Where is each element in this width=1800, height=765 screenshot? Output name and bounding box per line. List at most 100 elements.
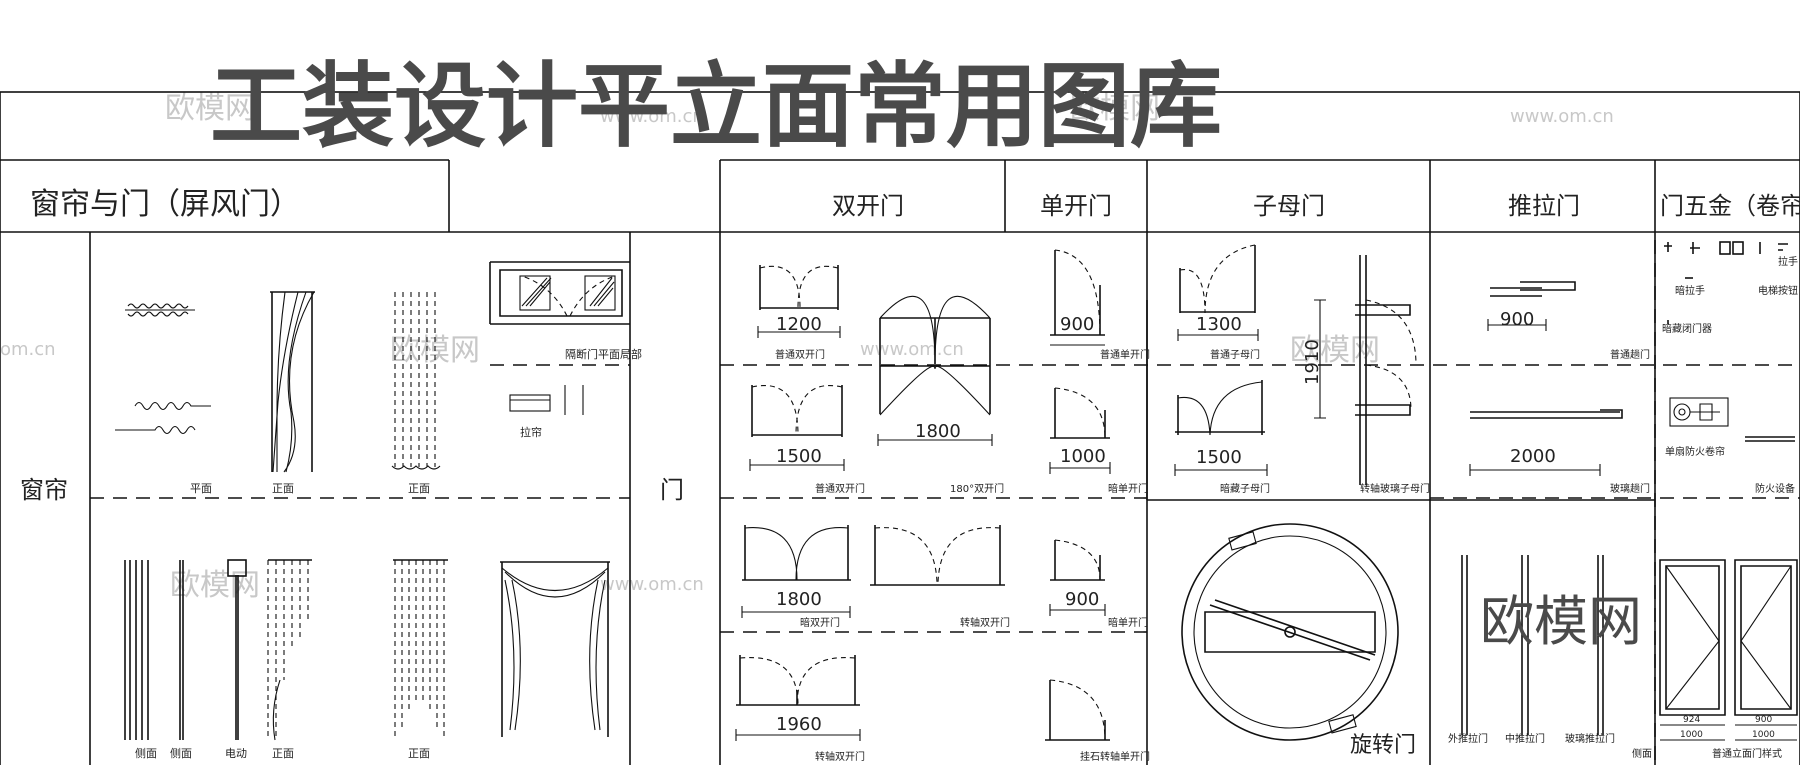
- watermark: 欧模网: [170, 568, 260, 603]
- label-single-fire-shutter: 单扇防火卷帘: [1665, 445, 1725, 458]
- label-front: 正面: [408, 747, 430, 760]
- pull-curtain: [509, 385, 584, 415]
- label-front: 正面: [272, 482, 294, 495]
- dimension-2000: 2000: [1510, 446, 1556, 467]
- label-side: 侧面: [1632, 747, 1652, 760]
- label-partition-door: 隔断门平面局部: [565, 347, 642, 361]
- header-mother-door: 子母门: [1253, 192, 1325, 220]
- header-double-door: 双开门: [832, 192, 904, 220]
- dimension-1800: 1800: [776, 589, 822, 610]
- label-180-double-door: 180°双开门: [950, 482, 1004, 495]
- sliding-door-900: [1487, 281, 1576, 331]
- dimension-900: 900: [1065, 589, 1099, 610]
- watermark: 欧模网: [165, 91, 255, 126]
- watermark: om.cn: [0, 339, 56, 360]
- dimension-1000: 1000: [1752, 730, 1775, 740]
- stone-pivot-single-door: [1045, 679, 1110, 741]
- door-elevation-styles: [1659, 559, 1798, 741]
- dimension-1300: 1300: [1196, 314, 1242, 335]
- label-elevator-button: 电梯按钮: [1758, 284, 1798, 297]
- watermark: www.om.cn: [1510, 106, 1614, 127]
- dimension-1910: 1910: [1302, 339, 1323, 385]
- double-door-1960: [735, 655, 861, 741]
- dimension-1000: 1000: [1680, 730, 1703, 740]
- label-glass-sliding-door: 玻璃趟门: [1610, 482, 1650, 495]
- pivot-glass-mother-door: [1314, 255, 1417, 485]
- label-middle-sliding-door: 中推拉门: [1505, 732, 1545, 745]
- label-pivot-double-door: 转轴双开门: [815, 750, 865, 763]
- table-frame: [0, 91, 1800, 765]
- dimension-1500: 1500: [776, 446, 822, 467]
- revolving-door: [1181, 523, 1399, 741]
- label-front: 正面: [408, 482, 430, 495]
- row-label-door: 门: [660, 476, 684, 504]
- page-title: 工装设计平立面常用图库: [210, 53, 1222, 160]
- label-pull-curtain: 拉帘: [520, 425, 542, 439]
- label-fire-equipment: 防火设备: [1755, 482, 1795, 495]
- label-regular-mother-door: 普通子母门: [1210, 348, 1260, 361]
- watermark: www.om.cn: [600, 106, 704, 127]
- label-hidden-handle: 暗拉手: [1675, 284, 1705, 297]
- label-hidden-mother-door: 暗藏子母门: [1220, 482, 1270, 495]
- label-regular-double-door: 普通双开门: [815, 482, 865, 495]
- dimension-1000: 1000: [1060, 446, 1106, 467]
- curtain-plan-symbols: [115, 303, 211, 435]
- label-side: 侧面: [170, 747, 192, 760]
- hardware-symbols: [1664, 241, 1795, 442]
- dimension-900: 900: [1755, 715, 1772, 725]
- label-electric: 电动: [225, 747, 247, 760]
- label-regular-single-door: 普通单开门: [1100, 348, 1150, 361]
- label-regular-sliding-door: 普通趟门: [1610, 348, 1650, 361]
- curtain-side-views: [124, 559, 247, 740]
- watermark: 欧模网: [1290, 333, 1380, 368]
- label-hidden-double-door: 暗双开门: [800, 616, 840, 629]
- watermark: www.om.cn: [600, 574, 704, 595]
- pivot-double-door: [870, 525, 1005, 586]
- curtain-tied-pleated: [393, 559, 448, 740]
- header-hardware: 门五金（卷帘）: [1660, 192, 1800, 220]
- glass-sliding-door-2000: [1469, 409, 1623, 476]
- left-header: 窗帘与门（屏风门）: [30, 187, 300, 222]
- mother-door-1500: [1174, 380, 1268, 476]
- header-sliding-door: 推拉门: [1508, 192, 1580, 220]
- label-pivot-glass-mother-door: 转轴玻璃子母门: [1360, 482, 1430, 495]
- label-revolving-door: 旋转门: [1350, 733, 1416, 758]
- curtain-valance: [500, 561, 610, 737]
- dimension-1960: 1960: [776, 714, 822, 735]
- label-pivot-double-door: 转轴双开门: [960, 616, 1010, 629]
- label-stone-pivot-single-door: 挂石转轴单开门: [1080, 750, 1150, 763]
- label-glass-sliding-door: 玻璃推拉门: [1565, 732, 1615, 745]
- double-door-1800-hidden: [741, 525, 851, 618]
- single-door-900: [1050, 249, 1105, 346]
- label-hidden-single-door: 暗单开门: [1108, 482, 1148, 495]
- label-hidden-door-closer: 暗藏闭门器: [1662, 322, 1712, 335]
- label-regular-double-door: 普通双开门: [775, 348, 825, 361]
- header-single-door: 单开门: [1040, 192, 1112, 220]
- single-door-1000: [1049, 387, 1111, 474]
- curtain-front-pleated: [391, 292, 441, 470]
- single-door-900-hidden: [1049, 539, 1106, 616]
- label-hidden-single-door: 暗单开门: [1108, 616, 1148, 629]
- dimension-1500: 1500: [1196, 447, 1242, 468]
- double-door-1200: [757, 265, 841, 338]
- watermark: www.om.cn: [860, 339, 964, 360]
- sliding-door-elevations: [1461, 555, 1604, 735]
- dimension-1200: 1200: [776, 314, 822, 335]
- label-outer-sliding-door: 外推拉门: [1448, 732, 1488, 745]
- dimension-900: 900: [1060, 314, 1094, 335]
- mother-door-1300: [1177, 244, 1259, 341]
- curtain-front-drape: [270, 291, 315, 473]
- label-side: 侧面: [135, 747, 157, 760]
- watermark-layer: 欧模网 www.om.cn 欧模网 www.om.cn om.cn 欧模网 ww…: [0, 91, 1614, 603]
- watermark: 欧模网: [1070, 91, 1160, 126]
- dimension-924: 924: [1683, 715, 1700, 725]
- row-label-curtain: 窗帘: [20, 476, 68, 504]
- double-door-1500: [749, 385, 845, 471]
- brand-watermark: 欧模网: [1480, 590, 1642, 653]
- label-door-elevation-style: 普通立面门样式: [1712, 747, 1782, 760]
- partition-door-plan: [489, 261, 630, 325]
- label-plan: 平面: [190, 482, 212, 495]
- curtain-tied-front: [267, 559, 312, 741]
- dimension-900: 900: [1500, 309, 1534, 330]
